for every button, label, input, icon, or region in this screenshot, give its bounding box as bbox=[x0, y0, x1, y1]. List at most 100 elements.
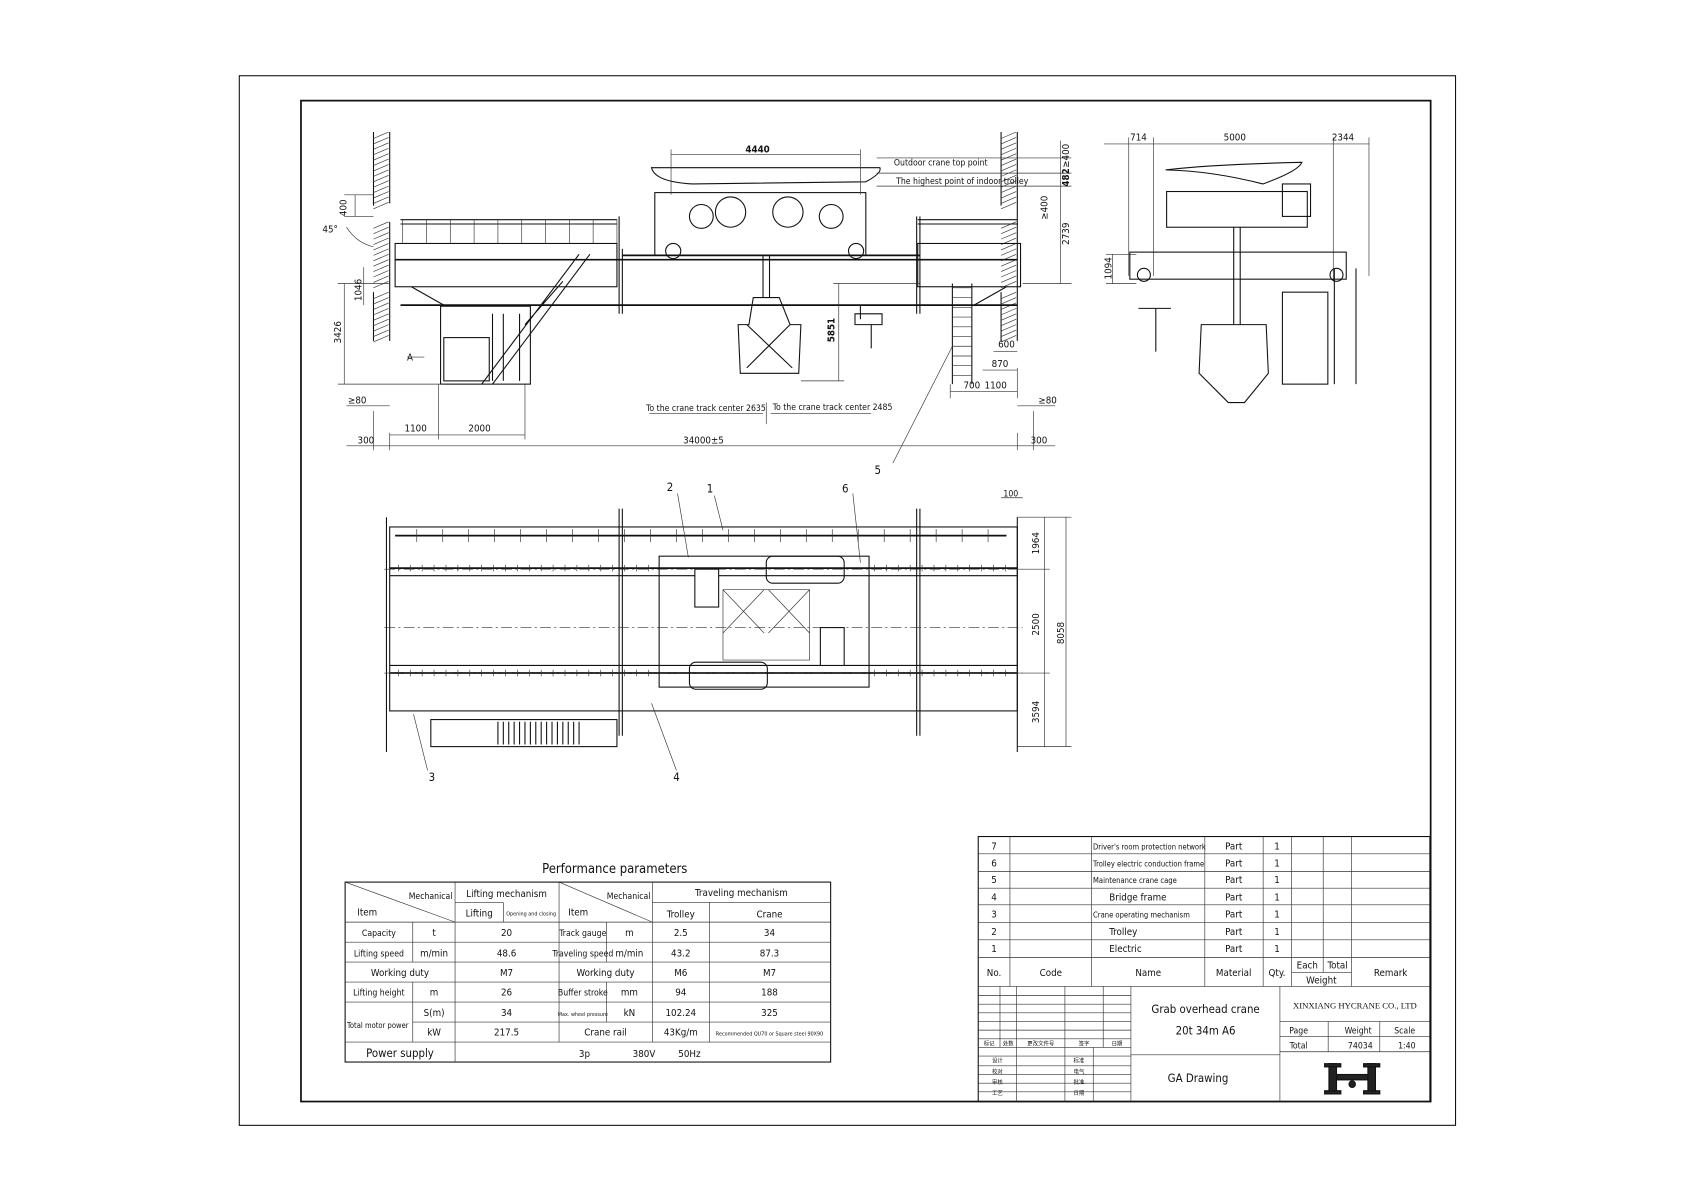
part-no: 6 bbox=[991, 859, 997, 870]
left-end-carriage bbox=[394, 242, 618, 288]
part-no: 4 bbox=[991, 892, 997, 903]
angle-arc bbox=[346, 227, 374, 248]
dim-label-4440: 4440 bbox=[745, 145, 769, 156]
hatch-line bbox=[1000, 142, 1017, 150]
part-qty: 1 bbox=[1274, 841, 1280, 852]
hatch-line bbox=[373, 180, 389, 188]
perf-right-item: Buffer stroke bbox=[558, 988, 608, 998]
perf-right-item: Crane rail bbox=[584, 1028, 627, 1039]
product-name: Grab overhead crane bbox=[1151, 1002, 1259, 1016]
hatch-line bbox=[1000, 164, 1017, 172]
performance-grid bbox=[345, 881, 831, 1063]
hatch-line bbox=[373, 147, 389, 156]
hatch-line bbox=[373, 185, 389, 193]
plan-dim-1964: 1964 bbox=[1031, 532, 1042, 555]
revision-header: 标记处数更改文件号签字日期 bbox=[984, 1039, 1123, 1047]
trolley-plan-drum bbox=[765, 555, 845, 584]
hatch-line bbox=[373, 329, 389, 337]
signoff-role: 审核 bbox=[992, 1078, 1003, 1086]
hdr-mechanical-left: Mechanical bbox=[409, 892, 453, 902]
perf-right-unit: kN bbox=[624, 1008, 636, 1019]
dim-1100-2000 bbox=[389, 384, 526, 440]
operator-cab bbox=[440, 305, 531, 385]
dim-label-870: 870 bbox=[992, 359, 1009, 370]
part-name: Electric bbox=[1109, 944, 1142, 955]
side-view: 714 5000 2344 1094 bbox=[1103, 133, 1370, 404]
callout-2: 2 bbox=[667, 480, 674, 494]
hatch-line bbox=[1000, 324, 1017, 332]
note-outdoor-top: Outdoor crane top point bbox=[894, 159, 988, 169]
plan-dim-lines bbox=[1001, 497, 1072, 747]
revision-header-cell: 标记 bbox=[984, 1039, 995, 1047]
title-block: 标记处数更改文件号签字日期 设计标准校对电气审核批准工艺日期 Grab over… bbox=[978, 986, 1430, 1102]
gear-icon bbox=[772, 196, 804, 228]
grab-bucket bbox=[737, 297, 802, 374]
hatch-line bbox=[373, 191, 389, 199]
hatch-line bbox=[1000, 264, 1017, 272]
hdr-total: Total bbox=[1326, 960, 1347, 971]
outer-border bbox=[238, 75, 1457, 1126]
hatch-line bbox=[373, 335, 389, 343]
dim-label-300-left: 300 bbox=[358, 436, 375, 447]
dim-track-center bbox=[649, 402, 872, 425]
dim-label-1100-right: 1100 bbox=[985, 380, 1007, 391]
dim-label-700: 700 bbox=[964, 380, 981, 391]
perf-crane-value: M7 bbox=[763, 968, 776, 979]
hatch-line bbox=[1000, 297, 1017, 305]
hatch-line bbox=[373, 131, 389, 139]
perf-right-item: Traveling speed bbox=[551, 950, 613, 960]
hdr-traveling-mechanism: Traveling mechanism bbox=[694, 888, 788, 899]
hatch-line bbox=[1000, 147, 1017, 156]
hatch-line bbox=[1000, 313, 1017, 321]
trolley-wheel-left bbox=[665, 242, 682, 260]
hdr-weight: Weight bbox=[1306, 976, 1337, 987]
hatch-line bbox=[1000, 248, 1017, 256]
hatch-line bbox=[373, 248, 389, 256]
scale-label: Scale bbox=[1394, 1026, 1415, 1036]
perf-crane-value: 325 bbox=[761, 1008, 778, 1019]
trolley-wheel-right bbox=[847, 242, 865, 260]
hatch-line bbox=[373, 264, 389, 272]
hatch-line bbox=[1000, 243, 1017, 251]
signoff-role: 标准 bbox=[1074, 1057, 1085, 1065]
dim-label-side-min400: ≥400 bbox=[1040, 196, 1051, 220]
side-grab-bucket bbox=[1198, 227, 1269, 404]
perf-left-item: Total motor power bbox=[346, 1021, 409, 1030]
perf-trolley-value: 2.5 bbox=[674, 928, 688, 939]
drawing-type: GA Drawing bbox=[1168, 1071, 1229, 1085]
side-dim-5000: 5000 bbox=[1224, 133, 1246, 144]
hoist-motor-2 bbox=[819, 627, 845, 667]
perf-left-value: 26 bbox=[501, 987, 513, 998]
signoff-role: 工艺 bbox=[992, 1090, 1003, 1097]
part-qty: 1 bbox=[1274, 927, 1280, 938]
dim-label-600: 600 bbox=[998, 339, 1015, 350]
plan-dim-3594: 3594 bbox=[1031, 700, 1042, 723]
product-spec: 20t 34m A6 bbox=[1176, 1023, 1236, 1037]
hatch-line bbox=[373, 226, 389, 235]
side-trolley-machinery bbox=[1166, 190, 1308, 228]
hdr-lifting: Lifting bbox=[466, 909, 493, 920]
hatch-line bbox=[1000, 196, 1017, 204]
part-no: 1 bbox=[991, 944, 997, 955]
side-dim-1094 bbox=[1106, 253, 1137, 284]
side-rain-cover bbox=[1165, 161, 1303, 185]
left-walkway-rail bbox=[400, 219, 617, 225]
parts-list-border bbox=[977, 835, 1431, 1103]
perf-left-unit: S(m) bbox=[424, 1008, 445, 1019]
dim-label-2000: 2000 bbox=[468, 424, 490, 435]
dim-label-5851: 5851 bbox=[826, 318, 837, 342]
perf-trolley-value: M6 bbox=[674, 968, 688, 979]
parts-grid bbox=[978, 836, 1430, 987]
callout-3: 3 bbox=[429, 770, 436, 784]
perf-left-item: Working duty bbox=[371, 968, 429, 979]
hatch-line bbox=[373, 232, 389, 240]
plan-dim-8058: 8058 bbox=[1056, 622, 1067, 644]
performance-table-border bbox=[344, 881, 832, 1063]
part-qty: 1 bbox=[1274, 910, 1280, 921]
hatch-line bbox=[373, 313, 389, 321]
part-name: Maintenance crane cage bbox=[1093, 876, 1177, 885]
perf-left-unit: m bbox=[430, 987, 439, 998]
perf-left-value: 48.6 bbox=[497, 949, 517, 960]
